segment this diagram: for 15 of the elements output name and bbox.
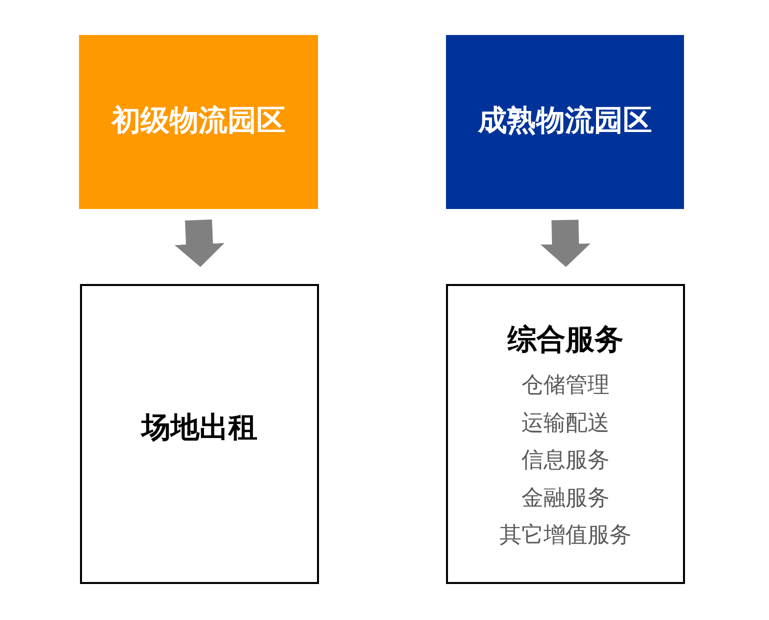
stage-box	[79, 35, 318, 209]
list-item: 信息服务	[522, 446, 610, 474]
box-title: 场地出租	[142, 411, 258, 446]
stage-box	[446, 35, 684, 209]
service-box	[80, 284, 319, 584]
list-item: 运输配送	[522, 408, 610, 436]
arrow	[174, 219, 224, 267]
list-item: 金融服务	[522, 484, 610, 512]
arrow	[540, 220, 590, 267]
list-item: 仓储管理	[522, 371, 610, 399]
service-box	[446, 284, 685, 584]
box-title: 成熟物流园区	[478, 104, 652, 139]
box-title: 初级物流园区	[112, 104, 286, 139]
list-item: 其它增值服务	[500, 521, 632, 549]
box-heading: 综合服务	[508, 323, 624, 358]
